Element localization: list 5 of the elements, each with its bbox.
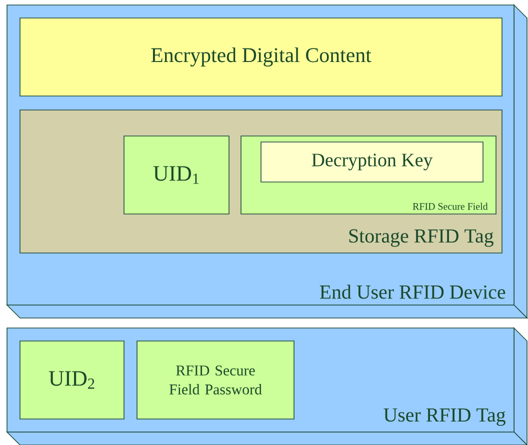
- content-box: Encrypted Digital Content: [20, 18, 502, 96]
- key-box: Decryption Key: [260, 142, 484, 182]
- password-box: RFID Secure Field Password: [136, 340, 294, 420]
- uid-box: UID$_{1}$: [124, 136, 230, 214]
- uid-box: UID$_{2}$: [20, 340, 124, 420]
